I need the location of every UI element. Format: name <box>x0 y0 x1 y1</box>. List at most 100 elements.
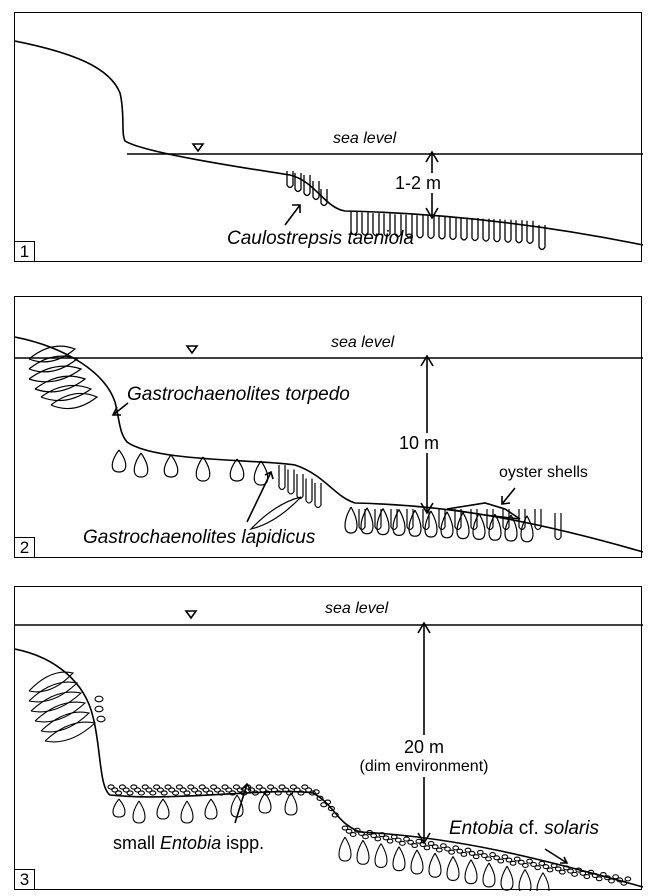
gastrochaenolites-borings-2 <box>29 346 561 542</box>
sea-level-label-1: sea level <box>333 129 396 149</box>
boring <box>112 450 126 472</box>
entobia-pebble <box>150 791 156 795</box>
entobia-pebble <box>95 706 103 712</box>
entobia-pebble <box>313 790 319 794</box>
entobia-pebble <box>161 791 167 795</box>
boring <box>295 173 301 192</box>
label-caulostrepsis-taeniola: Caulostrepsis taeniola <box>227 229 414 249</box>
entobia-pebble <box>95 696 103 702</box>
boring <box>417 215 423 238</box>
boring <box>428 216 434 239</box>
entobia-pebble <box>572 872 578 876</box>
depth-label-3: 20 m <box>404 737 444 757</box>
entobia-pebble <box>173 791 179 795</box>
entobia-pebble <box>510 861 516 865</box>
boring <box>425 511 437 537</box>
boring <box>287 171 293 188</box>
pointer-arrow-oyster <box>502 488 515 504</box>
boring <box>465 860 477 884</box>
water-table-marker-1 <box>193 144 203 151</box>
label-entobia-cf-solaris: Entobia cf. solaris <box>449 819 599 839</box>
pointer-arrow-solaris <box>545 849 567 863</box>
boring <box>357 840 369 864</box>
boring <box>35 376 85 392</box>
pointer-arrow-1 <box>285 205 300 225</box>
boring <box>134 453 148 477</box>
water-table-marker-2 <box>187 346 197 353</box>
entobia-pebble <box>116 791 122 795</box>
panel-3-diagram <box>15 587 643 891</box>
boring <box>29 366 81 382</box>
entobia-pebble <box>498 859 504 863</box>
panel-number-3: 3 <box>15 869 35 889</box>
entobia-pebble <box>424 846 430 850</box>
boring <box>447 856 459 880</box>
entobia-pebble <box>400 841 406 845</box>
solaris-cf: cf. <box>519 818 539 839</box>
boring <box>450 217 456 240</box>
label-small-entobia-ispp: small Entobia ispp. <box>113 833 264 853</box>
boring <box>196 457 210 481</box>
boring <box>279 465 285 490</box>
boring <box>457 513 469 539</box>
boring <box>375 843 387 867</box>
panel-number-1: 1 <box>15 241 35 261</box>
entobia-pebble <box>523 864 529 868</box>
boring <box>439 509 445 530</box>
sea-level-label-3: sea level <box>325 599 388 619</box>
boring <box>285 793 297 815</box>
small-genus: Entobia <box>160 833 221 853</box>
entobia-pebble <box>127 791 133 795</box>
solaris-genus: Entobia <box>449 818 513 839</box>
entobia-pebble <box>584 875 590 879</box>
boring <box>527 221 533 244</box>
boring <box>393 509 405 535</box>
boring <box>473 513 485 539</box>
boring <box>230 459 244 481</box>
entobia-pebble <box>535 866 541 870</box>
entobia-pebble <box>609 879 615 883</box>
panel-1: sea level 1-2 m Caulostrepsis taeniola 1 <box>14 12 642 262</box>
boring <box>377 509 389 535</box>
panel-1-diagram <box>15 13 643 263</box>
boring <box>164 455 178 477</box>
label-gastrochaenolites-torpedo: Gastrochaenolites torpedo <box>127 385 350 405</box>
entobia-pebble <box>387 839 393 843</box>
boring <box>251 497 301 529</box>
pointer-arrow-lapidicus <box>247 472 273 522</box>
entobia-pebble <box>437 848 443 852</box>
boring <box>231 795 243 817</box>
rock-profile-2 <box>15 337 643 552</box>
boring <box>472 218 478 241</box>
boring <box>297 474 303 499</box>
boring <box>429 853 441 877</box>
boring <box>181 801 193 823</box>
boring <box>288 470 294 495</box>
boring <box>461 218 467 241</box>
panel-3: sea level 20 m (dim environment) Entobia… <box>14 586 642 890</box>
solaris-species: solaris <box>544 818 599 839</box>
boring <box>519 869 531 891</box>
boring <box>306 479 312 504</box>
panel-number-2: 2 <box>15 537 35 557</box>
entobia-pebble <box>138 791 144 795</box>
rock-profile-1 <box>15 41 643 245</box>
sea-level-label-2: sea level <box>331 333 394 353</box>
entobia-pebble <box>184 791 190 795</box>
boring <box>133 801 145 823</box>
depth-label-2: 10 m <box>399 433 439 453</box>
boring <box>113 799 125 817</box>
boring <box>407 509 413 530</box>
boring <box>439 216 445 239</box>
boring <box>409 510 421 536</box>
label-oyster-shells: oyster shells <box>499 463 588 483</box>
entobia-pebble <box>449 850 455 854</box>
boring <box>259 793 271 813</box>
entobia-pebble <box>486 857 492 861</box>
entobia-pebble <box>412 844 418 848</box>
boring <box>315 483 321 508</box>
label-gastrochaenolites-lapidicus: Gastrochaenolites lapidicus <box>83 528 315 548</box>
entobia-pebble <box>375 837 381 841</box>
boring <box>157 799 169 819</box>
small-suffix: ispp. <box>226 833 264 853</box>
